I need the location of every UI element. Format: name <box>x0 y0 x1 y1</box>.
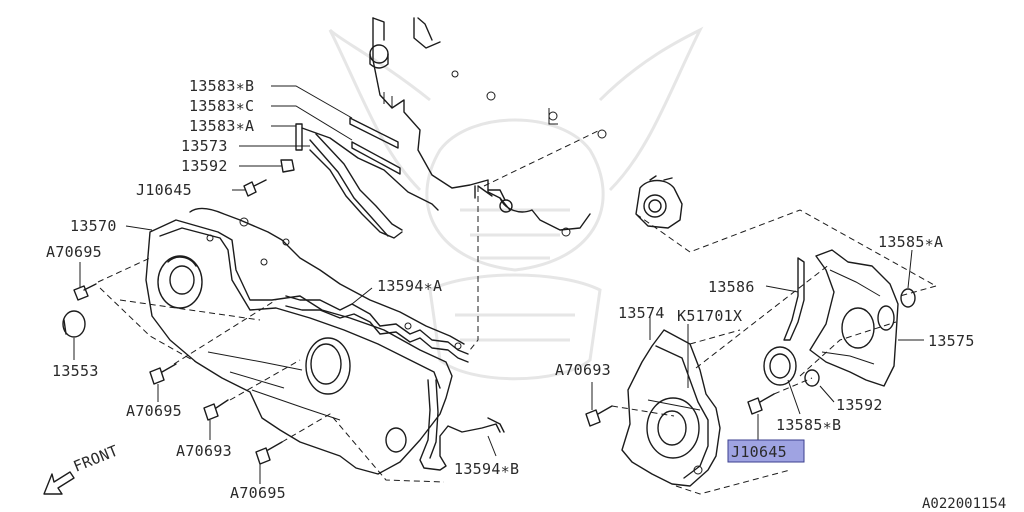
engine-block <box>369 17 607 237</box>
assembly-dashed-lines <box>97 129 937 495</box>
label-k51701x[interactable]: K51701X <box>677 307 742 325</box>
label-a70695-mid[interactable]: A70695 <box>126 402 182 420</box>
gasket-13594b <box>419 379 505 471</box>
label-13592-top[interactable]: 13592 <box>181 157 228 175</box>
gasket-13594a <box>285 295 469 363</box>
label-13575[interactable]: 13575 <box>928 332 975 350</box>
back-cover-13575 <box>809 249 899 387</box>
grommet-13592-right <box>804 369 820 387</box>
left-timing-belt-cover <box>145 207 465 475</box>
crank-pulley-assembly <box>635 175 683 229</box>
leader-lines <box>73 85 924 484</box>
label-13574[interactable]: 13574 <box>618 304 665 322</box>
label-13585b[interactable]: 13585∗B <box>776 416 841 434</box>
label-13583b[interactable]: 13583∗B <box>189 77 254 95</box>
label-a70693-left[interactable]: A70693 <box>176 442 232 460</box>
label-13594b[interactable]: 13594∗B <box>454 460 519 478</box>
label-13583c[interactable]: 13583∗C <box>189 97 254 115</box>
seal-13586 <box>783 257 805 341</box>
front-label: FRONT <box>71 442 121 476</box>
label-13583a[interactable]: 13583∗A <box>189 117 254 135</box>
diagram-code: A022001154 <box>922 496 1006 512</box>
label-13585a[interactable]: 13585∗A <box>878 233 943 251</box>
label-j10645-top[interactable]: J10645 <box>136 181 192 199</box>
label-a70693-right[interactable]: A70693 <box>555 361 611 379</box>
label-13592-right[interactable]: 13592 <box>836 396 883 414</box>
label-13586[interactable]: 13586 <box>708 278 755 296</box>
front-arrow-icon <box>43 471 75 495</box>
fasteners <box>62 159 775 465</box>
oil-seal-13585a <box>900 288 916 308</box>
watermark-emblem <box>328 26 704 381</box>
label-a70695-bottom[interactable]: A70695 <box>230 484 286 502</box>
label-13553[interactable]: 13553 <box>52 362 99 380</box>
label-13570[interactable]: 13570 <box>70 217 117 235</box>
seal-strips <box>295 117 439 239</box>
label-13573[interactable]: 13573 <box>181 137 228 155</box>
oil-seal-13585b <box>763 346 797 386</box>
highlight-box <box>727 439 805 463</box>
label-j10645-highlight[interactable]: J10645 <box>731 443 787 461</box>
label-13594a[interactable]: 13594∗A <box>377 277 442 295</box>
label-a70695-top[interactable]: A70695 <box>46 243 102 261</box>
right-timing-belt-cover-13574 <box>621 329 721 487</box>
